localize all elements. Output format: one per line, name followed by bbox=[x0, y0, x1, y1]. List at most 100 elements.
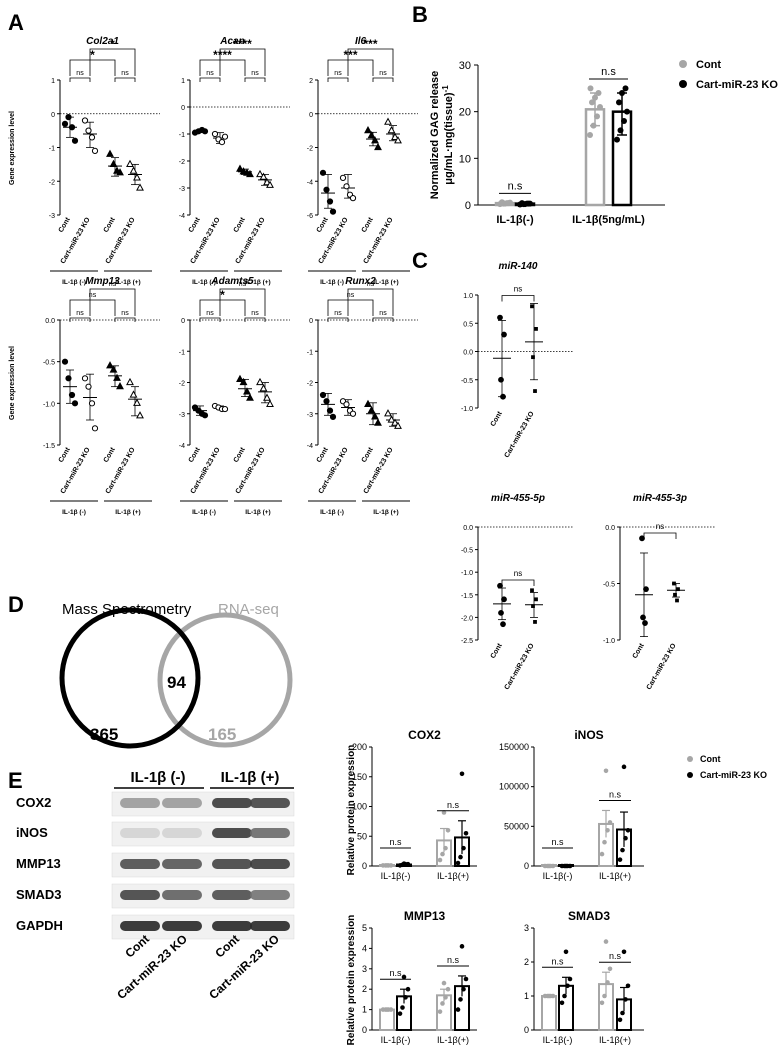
data-point bbox=[136, 183, 144, 191]
legend-marker bbox=[679, 80, 687, 88]
data-point bbox=[218, 139, 226, 146]
data-point bbox=[81, 375, 89, 382]
y-tick-label: 0 bbox=[524, 861, 529, 871]
group-label: IL-1β (+) bbox=[115, 279, 140, 286]
data-point bbox=[459, 944, 465, 949]
category-label: Cont bbox=[490, 410, 504, 428]
data-group-3 bbox=[256, 169, 274, 188]
blot-row-label: SMAD3 bbox=[16, 887, 62, 902]
group-label: IL-1β (+) bbox=[115, 509, 140, 516]
y-tick-label: -3 bbox=[307, 412, 313, 419]
data-group-1 bbox=[339, 174, 357, 202]
data-point bbox=[500, 393, 506, 400]
category-label: IL-1β(5ng/mL) bbox=[572, 214, 645, 226]
data-point bbox=[567, 863, 573, 869]
data-point bbox=[374, 142, 382, 151]
data-point bbox=[525, 200, 532, 207]
category-label: Cont bbox=[103, 216, 117, 234]
y-tick-label: 4 bbox=[362, 943, 367, 953]
data-point bbox=[68, 391, 76, 399]
panel-letter-d: D bbox=[8, 592, 24, 617]
data-point bbox=[367, 405, 376, 414]
data-point bbox=[319, 169, 327, 176]
y-tick-label: -2 bbox=[179, 381, 185, 388]
data-point bbox=[620, 847, 625, 853]
data-point bbox=[461, 986, 466, 992]
data-point bbox=[401, 861, 407, 866]
data-point bbox=[437, 1009, 443, 1014]
significance-label: n.s bbox=[601, 66, 616, 78]
data-point bbox=[534, 597, 538, 602]
bar bbox=[379, 1008, 395, 1031]
bar-group bbox=[436, 810, 452, 867]
category-label: Cont bbox=[316, 446, 330, 464]
data-point bbox=[65, 114, 72, 121]
bar-group bbox=[379, 1007, 395, 1031]
data-point bbox=[384, 1007, 390, 1012]
data-point bbox=[530, 588, 534, 593]
y-tick-label: -3 bbox=[179, 186, 185, 193]
data-point bbox=[587, 132, 593, 138]
category-label: Cont bbox=[490, 642, 504, 660]
data-point bbox=[594, 113, 600, 120]
data-point bbox=[326, 198, 334, 205]
y-tick-label: 100000 bbox=[499, 782, 529, 792]
significance-label: ns bbox=[379, 70, 387, 77]
blot-row-label: MMP13 bbox=[16, 856, 61, 871]
blot-band bbox=[120, 798, 160, 808]
data-group-1 bbox=[81, 373, 99, 432]
y-tick-label: 0 bbox=[309, 318, 313, 325]
data-point bbox=[498, 609, 504, 616]
bar-group bbox=[584, 85, 606, 207]
y-tick-label: 30 bbox=[459, 60, 471, 72]
data-point bbox=[256, 377, 264, 386]
data-group-1 bbox=[211, 130, 229, 146]
panel-letter-a: A bbox=[8, 10, 24, 35]
significance-bracket bbox=[244, 77, 266, 82]
significance-label: * bbox=[90, 48, 95, 62]
significance-label: ns bbox=[89, 292, 97, 299]
data-point bbox=[599, 1000, 605, 1006]
y-tick-label: -1 bbox=[179, 349, 185, 356]
data-group-1 bbox=[667, 581, 685, 603]
significance-bracket bbox=[89, 48, 136, 76]
data-point bbox=[116, 168, 124, 176]
data-point bbox=[599, 851, 605, 857]
blot-band bbox=[162, 890, 202, 900]
category-label: Cont bbox=[632, 642, 646, 660]
category-label: Cart-miR-23 KO bbox=[504, 642, 536, 691]
significance-label: ns bbox=[121, 70, 129, 77]
category-label: IL-1β(-) bbox=[496, 214, 534, 226]
y-tick-label: -4 bbox=[307, 179, 313, 186]
bar-group bbox=[616, 764, 632, 867]
significance-label: **** bbox=[233, 37, 252, 51]
blot-band bbox=[212, 798, 252, 808]
overlap-count: 94 bbox=[167, 673, 186, 692]
bar-group bbox=[514, 200, 536, 208]
y-axis-label-units: μg/mL·mg(tissue)-1 bbox=[441, 85, 455, 185]
data-group-1 bbox=[81, 117, 99, 154]
significance-label: ns bbox=[76, 70, 84, 77]
category-label: IL-1β(+) bbox=[437, 871, 469, 881]
significance-bracket bbox=[327, 299, 374, 316]
data-point bbox=[343, 183, 350, 190]
data-point bbox=[443, 845, 448, 851]
data-point bbox=[441, 980, 447, 986]
data-point bbox=[617, 127, 624, 134]
data-group-1 bbox=[525, 588, 543, 624]
significance-bracket bbox=[69, 77, 91, 82]
data-point bbox=[349, 410, 357, 417]
chart-title: miR-455-5p bbox=[491, 493, 545, 504]
y-tick-label: 0 bbox=[524, 1025, 529, 1035]
data-point bbox=[590, 122, 597, 129]
significance-bracket bbox=[372, 77, 394, 82]
blot-band bbox=[250, 890, 290, 900]
data-point bbox=[643, 586, 649, 593]
y-tick-label: -1 bbox=[307, 349, 313, 356]
y-tick-label: 1 bbox=[181, 78, 185, 85]
data-group-2 bbox=[106, 361, 124, 390]
data-point bbox=[367, 131, 376, 139]
